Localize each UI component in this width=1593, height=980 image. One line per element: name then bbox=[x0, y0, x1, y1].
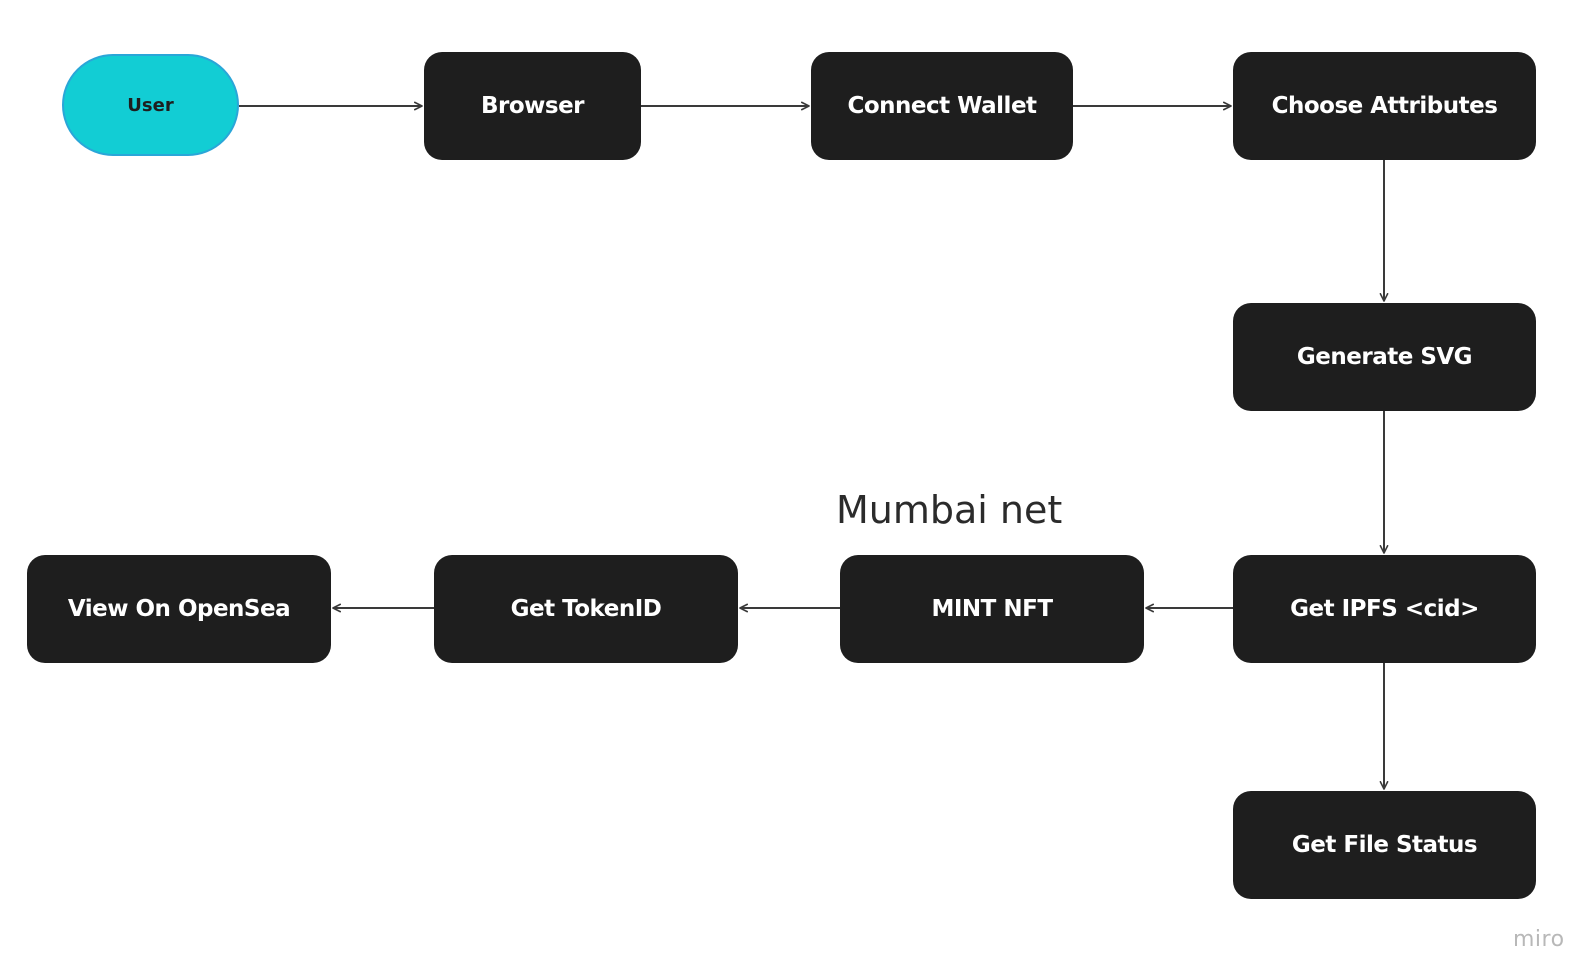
node-get-ipfs-label: Get IPFS <cid> bbox=[1290, 596, 1479, 622]
node-mint-nft[interactable]: MINT NFT bbox=[840, 555, 1144, 663]
network-annotation: Mumbai net bbox=[836, 488, 1063, 532]
node-get-file-status-label: Get File Status bbox=[1291, 832, 1478, 858]
node-generate-svg-label: Generate SVG bbox=[1296, 344, 1473, 370]
miro-watermark: miro bbox=[1513, 927, 1565, 952]
node-mint-nft-label: MINT NFT bbox=[931, 596, 1053, 622]
node-get-token-id[interactable]: Get TokenID bbox=[434, 555, 738, 663]
node-connect-wallet-label: Connect Wallet bbox=[847, 93, 1037, 119]
node-get-file-status[interactable]: Get File Status bbox=[1233, 791, 1536, 899]
node-connect-wallet[interactable]: Connect Wallet bbox=[811, 52, 1073, 160]
node-choose-attributes-label: Choose Attributes bbox=[1271, 93, 1498, 119]
node-browser[interactable]: Browser bbox=[424, 52, 641, 160]
node-view-on-opensea[interactable]: View On OpenSea bbox=[27, 555, 331, 663]
node-user-label: User bbox=[127, 94, 174, 116]
node-get-token-id-label: Get TokenID bbox=[510, 596, 662, 622]
node-view-on-opensea-label: View On OpenSea bbox=[67, 596, 291, 622]
node-choose-attributes[interactable]: Choose Attributes bbox=[1233, 52, 1536, 160]
node-get-ipfs[interactable]: Get IPFS <cid> bbox=[1233, 555, 1536, 663]
node-browser-label: Browser bbox=[480, 93, 585, 119]
node-user[interactable]: User bbox=[62, 54, 239, 156]
node-generate-svg[interactable]: Generate SVG bbox=[1233, 303, 1536, 411]
